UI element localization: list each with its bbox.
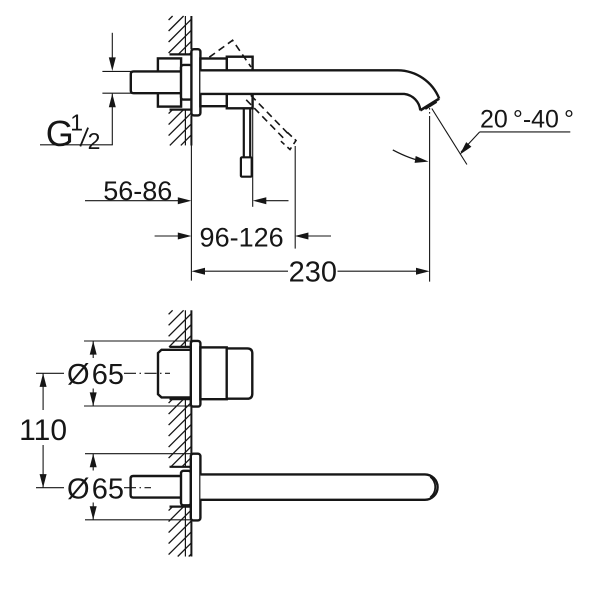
svg-text:20 °-40 °: 20 °-40 ° (480, 106, 574, 134)
svg-text:110: 110 (19, 414, 67, 447)
svg-text:2: 2 (88, 128, 101, 154)
svg-text:96-126: 96-126 (200, 223, 284, 253)
svg-text:G: G (46, 113, 74, 154)
svg-text:Ø: Ø (67, 473, 90, 505)
svg-text:56-86: 56-86 (103, 176, 172, 206)
svg-text:230: 230 (289, 256, 337, 288)
svg-text:1: 1 (70, 110, 83, 136)
svg-text:65: 65 (92, 359, 124, 391)
svg-text:Ø: Ø (67, 359, 90, 391)
svg-text:65: 65 (92, 473, 124, 505)
